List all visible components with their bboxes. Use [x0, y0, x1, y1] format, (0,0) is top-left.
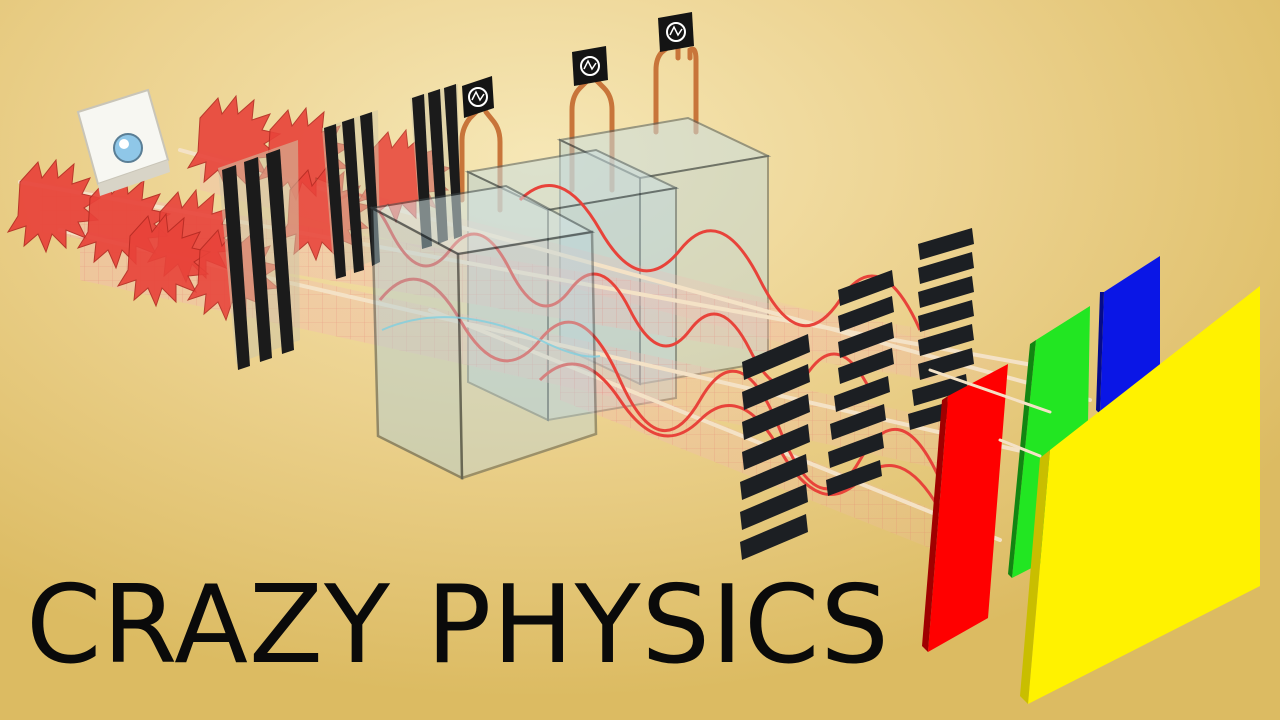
slit-grating-1 [218, 140, 300, 370]
slit-grating-2 [322, 110, 380, 279]
color-filter-red [922, 364, 1008, 652]
photodetector-icon [462, 76, 494, 118]
photodetector-icon [572, 46, 608, 86]
detector-wires [459, 39, 699, 213]
yellow-screen [1020, 286, 1260, 704]
thumbnail-title: CRAZY PHYSICS [26, 563, 890, 688]
light-source-icon [76, 88, 170, 196]
bar-grating-right-front [740, 334, 810, 560]
photodetector-icon [658, 12, 694, 52]
beam-exits [928, 368, 1052, 458]
glass-box-front [368, 184, 601, 481]
bar-grating-right-middle [826, 270, 894, 496]
color-filter-blue [1096, 256, 1160, 414]
